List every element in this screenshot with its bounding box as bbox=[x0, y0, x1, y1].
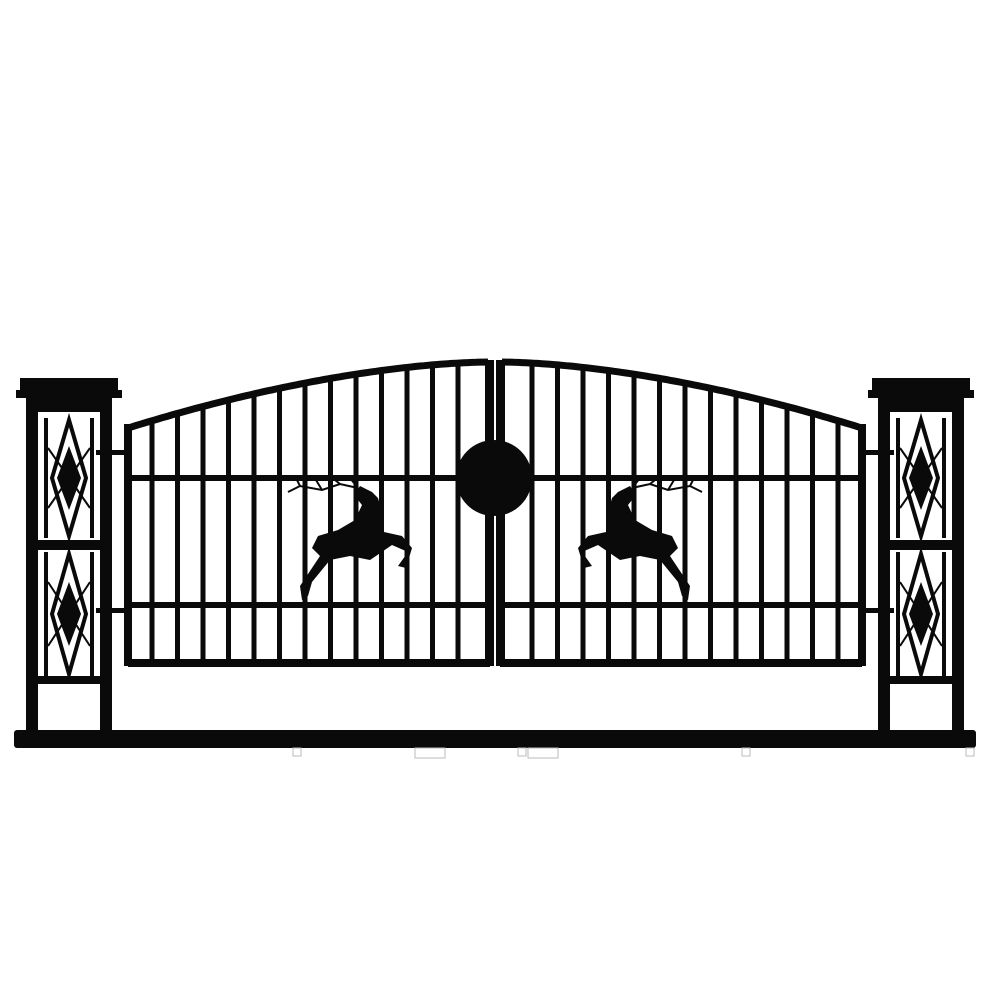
pillar-cap-base bbox=[878, 398, 964, 412]
picket bbox=[200, 406, 206, 666]
picket bbox=[682, 383, 688, 666]
lattice-bar bbox=[942, 552, 946, 676]
middle-rail bbox=[128, 602, 490, 608]
picket bbox=[810, 413, 815, 666]
lattice-bar bbox=[896, 418, 900, 538]
lattice-line bbox=[899, 447, 943, 509]
lattice-line bbox=[47, 447, 91, 509]
picket bbox=[784, 406, 790, 666]
picket bbox=[529, 363, 535, 666]
lattice-diamond bbox=[901, 546, 941, 682]
hinge bbox=[864, 450, 894, 455]
lattice-bar bbox=[90, 418, 94, 538]
lattice-bar bbox=[44, 552, 48, 676]
pillar-post bbox=[26, 412, 38, 730]
lattice-diamond bbox=[901, 412, 941, 544]
picket bbox=[328, 378, 333, 666]
picket bbox=[149, 420, 155, 666]
lattice-bar bbox=[44, 418, 48, 538]
footings bbox=[292, 747, 975, 759]
picket bbox=[430, 364, 435, 666]
hinge bbox=[96, 450, 126, 455]
picket bbox=[835, 420, 841, 666]
pillars bbox=[16, 378, 974, 730]
pillar-rail bbox=[26, 540, 112, 550]
lattice-line bbox=[899, 581, 943, 647]
upper-rail bbox=[500, 475, 862, 481]
picket bbox=[277, 388, 282, 666]
picket bbox=[251, 393, 257, 666]
picket bbox=[404, 367, 410, 666]
bottom-rail bbox=[500, 659, 862, 667]
deer-silhouette bbox=[287, 475, 412, 600]
pillar-post bbox=[100, 412, 112, 730]
picket bbox=[708, 388, 713, 666]
base-rail bbox=[14, 730, 976, 748]
lattice-diamond bbox=[49, 546, 89, 682]
picket bbox=[657, 378, 662, 666]
bottom-rail bbox=[128, 659, 490, 667]
lattice-bar bbox=[90, 552, 94, 676]
pillar-post bbox=[952, 412, 964, 730]
pillar-cap-base bbox=[26, 398, 112, 412]
hinge bbox=[96, 608, 126, 613]
pillar bbox=[16, 378, 122, 730]
picket bbox=[175, 413, 180, 666]
top-arch-rail bbox=[501, 358, 864, 432]
upper-rail bbox=[128, 475, 490, 481]
deer-body bbox=[578, 486, 690, 600]
deer-antlers bbox=[631, 475, 703, 493]
pillar-post bbox=[878, 412, 890, 730]
middle-rail bbox=[500, 602, 862, 608]
picket bbox=[555, 364, 560, 666]
hinge bbox=[864, 608, 894, 613]
pillar-rail bbox=[878, 540, 964, 550]
deer-body bbox=[300, 486, 412, 600]
hinge-stile bbox=[124, 424, 132, 666]
picket bbox=[302, 383, 308, 666]
center-medallion bbox=[456, 440, 532, 516]
deer-antlers bbox=[287, 475, 359, 493]
picket bbox=[455, 363, 461, 666]
pillar-cap-top bbox=[872, 378, 970, 390]
picket bbox=[733, 393, 739, 666]
lattice-diamond bbox=[49, 412, 89, 544]
picket bbox=[226, 399, 231, 666]
picket bbox=[759, 399, 764, 666]
left-gate-leaf bbox=[96, 358, 494, 667]
pillar-cap bbox=[868, 390, 974, 398]
pillar-cap bbox=[16, 390, 122, 398]
lattice-bar bbox=[896, 552, 900, 676]
lattice-line bbox=[47, 581, 91, 647]
top-arch-rail bbox=[126, 358, 489, 432]
deer-silhouette bbox=[578, 475, 703, 600]
hinge-stile bbox=[858, 424, 866, 666]
pillar bbox=[868, 378, 974, 730]
pillar-cap-top bbox=[20, 378, 118, 390]
picket bbox=[580, 367, 586, 666]
right-gate-leaf bbox=[496, 358, 894, 667]
lattice-bar bbox=[942, 418, 946, 538]
